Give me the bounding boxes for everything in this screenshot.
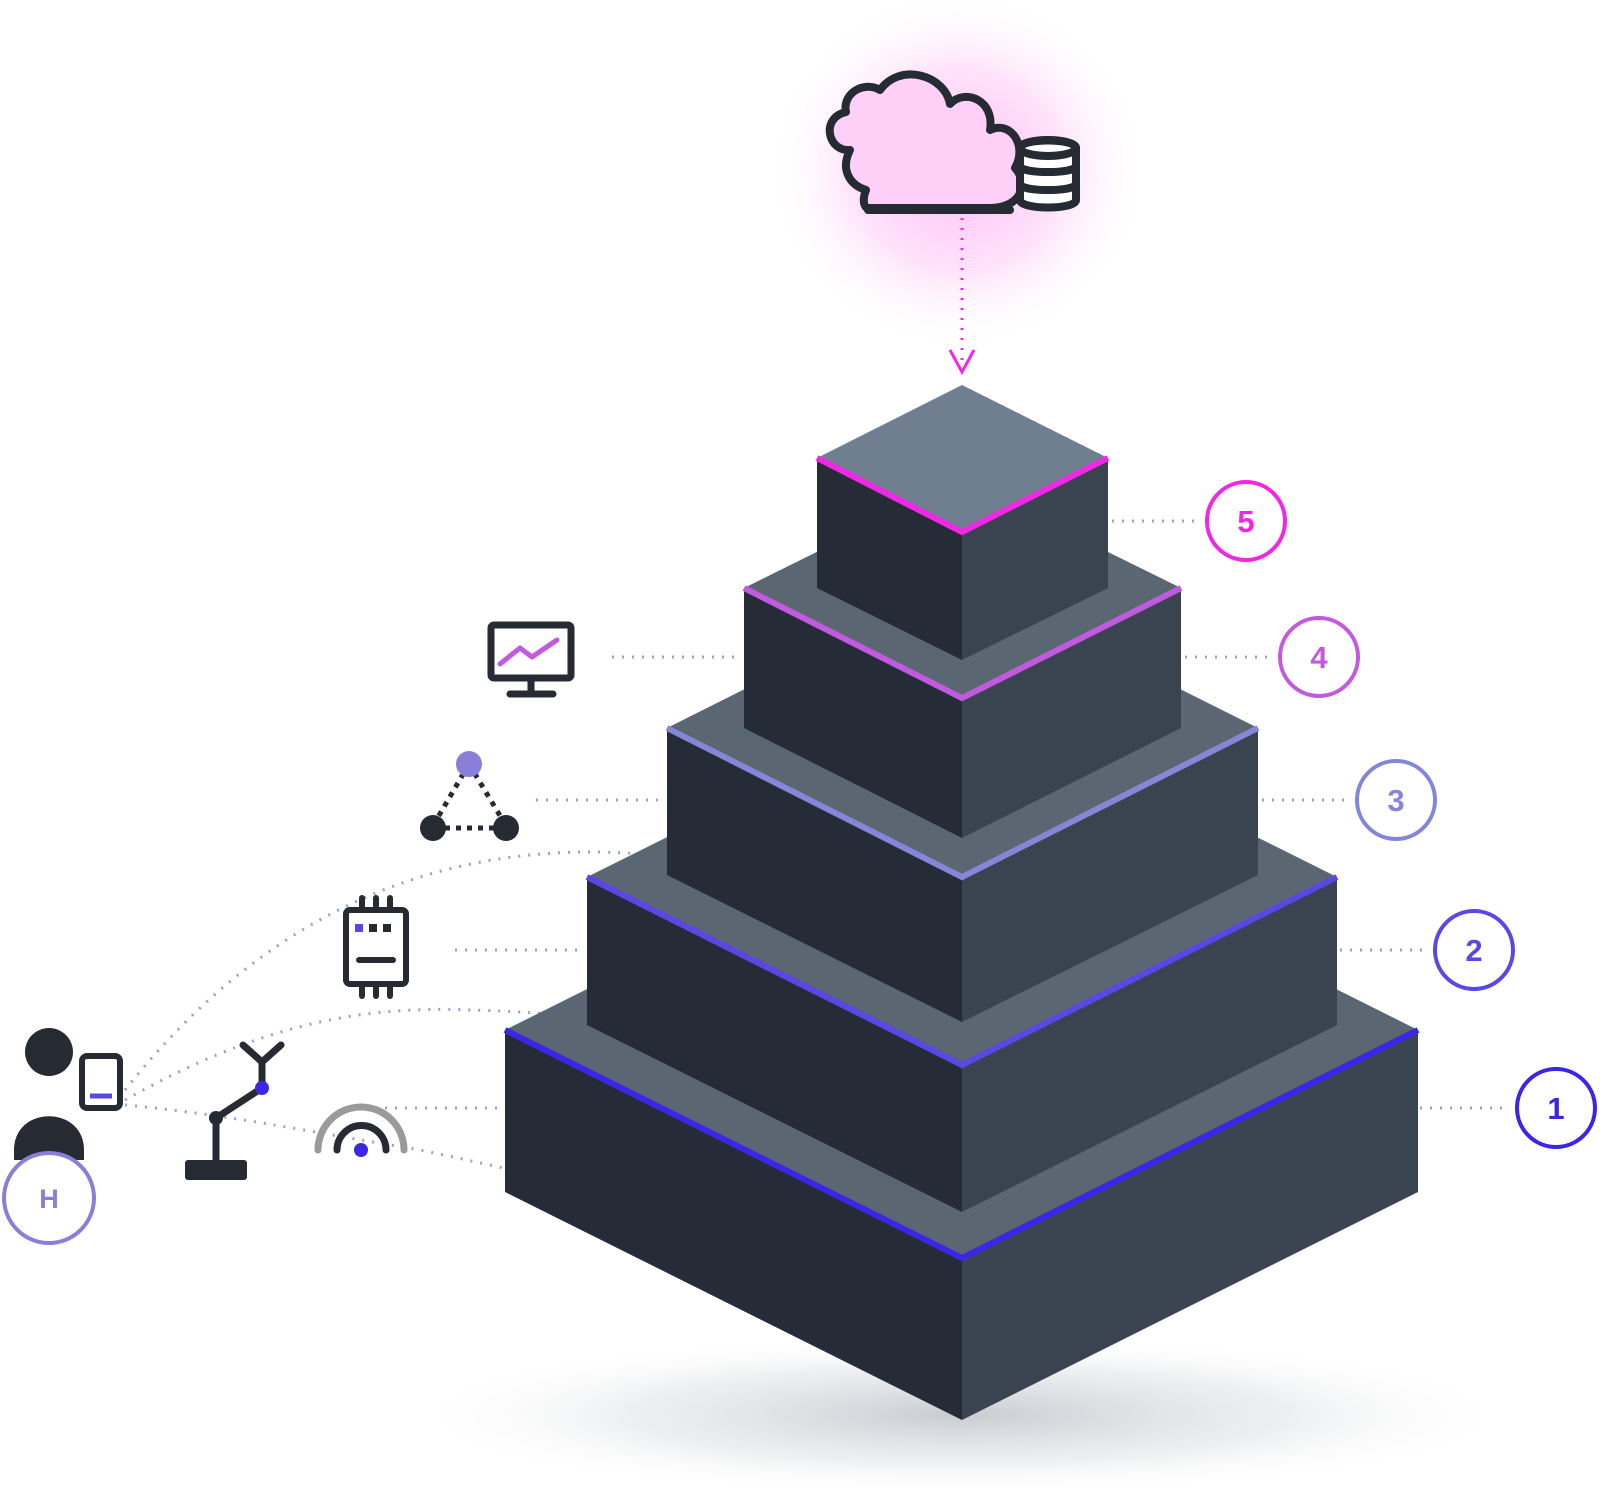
person-icon <box>14 1028 84 1160</box>
chip-led <box>355 924 363 932</box>
chip-led <box>383 924 391 932</box>
level-badge-1: 1 <box>1515 1067 1597 1149</box>
level-badge-4: 4 <box>1278 616 1360 698</box>
level-badge-3: 3 <box>1355 759 1437 841</box>
tablet-icon <box>79 1053 123 1111</box>
robot-joint <box>255 1081 269 1095</box>
human-badge: H <box>2 1151 96 1245</box>
svg-text:3: 3 <box>1387 783 1404 818</box>
cloud-database-icon <box>825 70 1080 214</box>
wireless-sensor-icon <box>314 1103 408 1157</box>
svg-text:1: 1 <box>1547 1091 1564 1126</box>
robot-joint <box>209 1111 223 1125</box>
svg-text:4: 4 <box>1310 640 1328 675</box>
svg-text:2: 2 <box>1465 933 1482 968</box>
network-nodes-icon <box>420 751 519 841</box>
level-badge-5: 5 <box>1205 480 1287 562</box>
robot-arm-icon <box>185 1041 285 1180</box>
svg-text:H: H <box>39 1184 59 1214</box>
svg-text:5: 5 <box>1237 504 1254 539</box>
chip-icon <box>343 895 409 999</box>
pyramid-tier-5 <box>815 385 1110 660</box>
chip-led <box>369 924 377 932</box>
monitor-chart-icon <box>487 621 575 698</box>
level-badge-2: 2 <box>1433 909 1515 991</box>
dotted-arrow <box>948 218 976 376</box>
